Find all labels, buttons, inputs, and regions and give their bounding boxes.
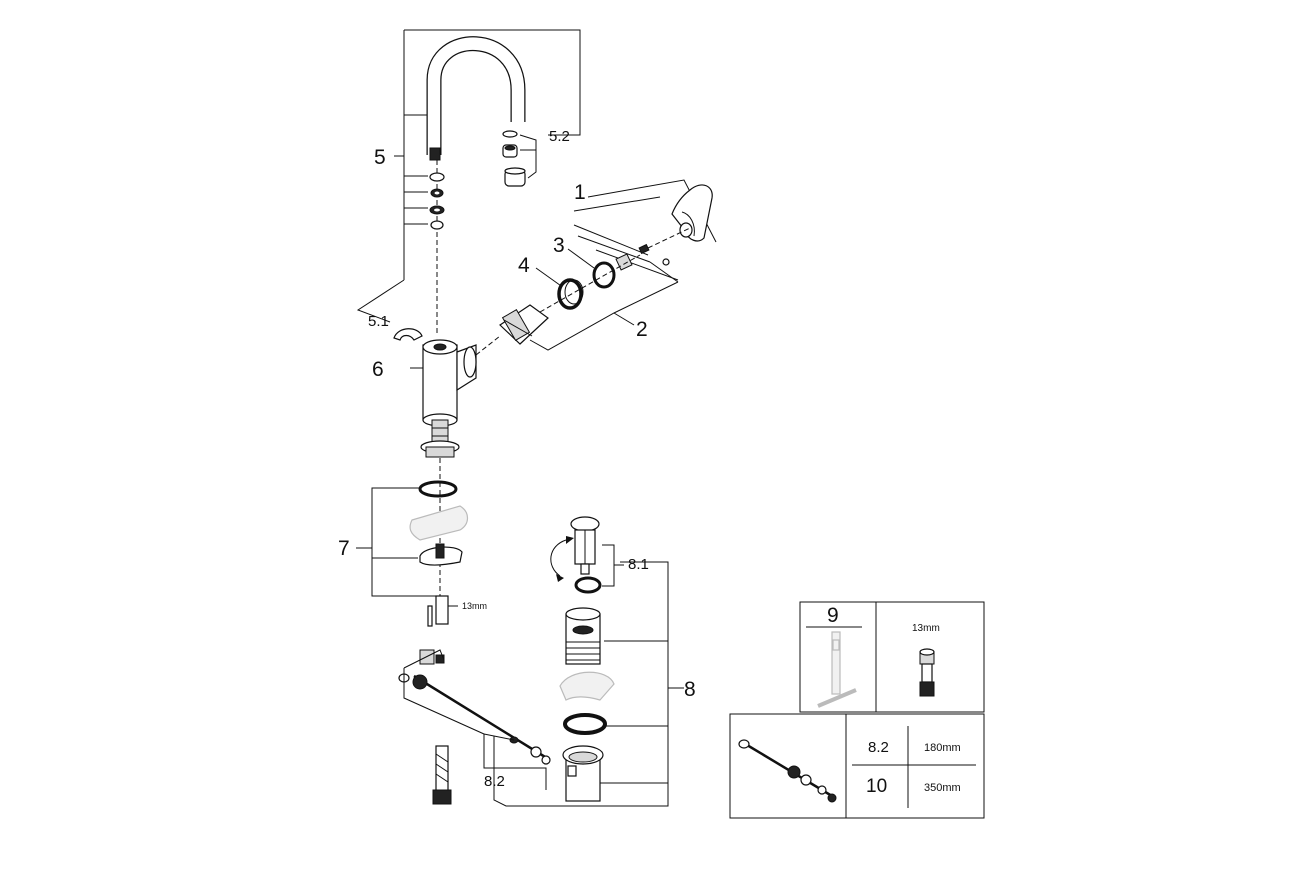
- t-wrench-icon: [817, 631, 857, 708]
- bracket-8: [493, 544, 684, 807]
- tap-body: [410, 335, 501, 427]
- pop-up-plug: [550, 516, 602, 594]
- wrench-size-label: 13mm: [462, 601, 487, 611]
- callout-5-2: 5.2: [549, 128, 570, 145]
- rod-table: 8.2 180mm 10 350mm: [729, 713, 985, 819]
- callout-8: 8: [684, 678, 696, 701]
- rod-row-1-number: 8.2: [868, 739, 889, 756]
- pivot-rod: [398, 649, 551, 790]
- callout-5-1: 5.1: [368, 313, 389, 330]
- rod-row-2-number: 10: [866, 776, 887, 797]
- callout-8-1: 8.1: [628, 556, 649, 573]
- rod-row-1-length: 180mm: [924, 742, 961, 754]
- tool-table: 9 13mm: [799, 601, 985, 713]
- callout-labels: 5 5.2 5.1 6 1 3 4 2 7 13mm 8.1 8 8.2: [338, 128, 696, 790]
- fixing-set: [409, 480, 469, 627]
- drain-body-lower: [562, 745, 604, 802]
- clip-5-1: [393, 328, 423, 341]
- cartridge: [499, 254, 641, 345]
- callout-6: 6: [372, 358, 384, 381]
- spout-seals: [429, 160, 445, 335]
- tool-size: 13mm: [912, 623, 940, 634]
- socket-icon: [919, 648, 935, 697]
- spout: [426, 36, 526, 161]
- handle-screw: [638, 227, 691, 266]
- drain-gasket: [559, 671, 615, 735]
- callout-8-2: 8.2: [484, 773, 505, 790]
- callout-1: 1: [574, 181, 586, 204]
- bracket-7: [356, 487, 436, 597]
- rod-row-2-length: 350mm: [924, 782, 961, 794]
- callout-7: 7: [338, 537, 350, 560]
- ring-4: [557, 278, 584, 310]
- callout-3: 3: [553, 234, 565, 257]
- lift-rod: [432, 745, 452, 805]
- handle-bracket: [529, 179, 717, 351]
- handle-lever: [671, 184, 713, 242]
- callout-5: 5: [374, 146, 386, 169]
- drain-body-upper: [565, 607, 601, 665]
- pivot-rod-icon: [738, 739, 837, 803]
- tool-number: 9: [827, 604, 839, 627]
- bracket-5: [356, 29, 581, 323]
- callout-4: 4: [518, 254, 530, 277]
- callout-2: 2: [636, 318, 648, 341]
- aerator-parts: [502, 130, 537, 187]
